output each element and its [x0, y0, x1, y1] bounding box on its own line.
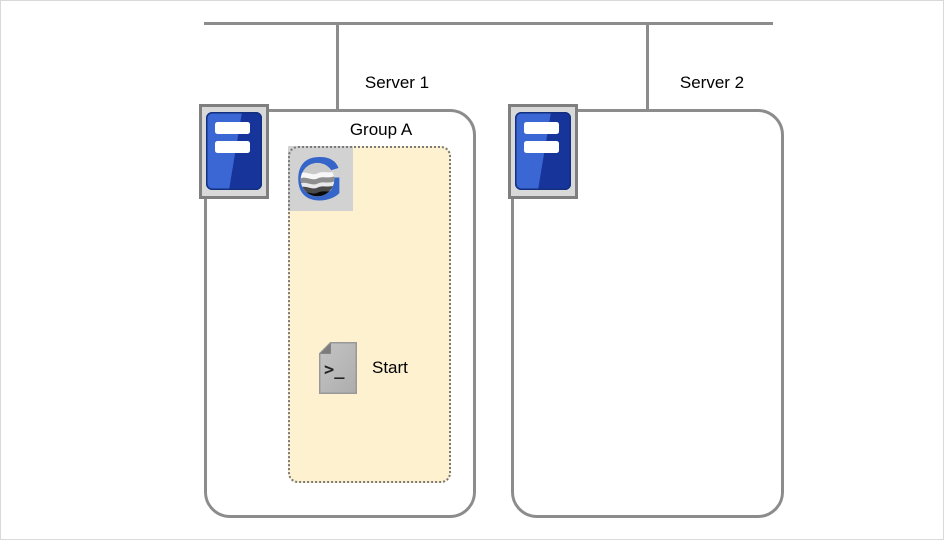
server2-connector-line	[646, 22, 649, 110]
scheduler-g-logo-icon[interactable]: G	[288, 146, 353, 211]
drive-bay-slot	[524, 141, 559, 153]
shell-script-icon: >_	[319, 342, 357, 394]
start-task-node[interactable]: >_ Start	[319, 342, 408, 394]
group-a-box[interactable]: G >_ Start	[288, 146, 451, 483]
server-tower-outline	[515, 112, 571, 190]
drive-bay-slot	[215, 122, 250, 134]
document-shape	[319, 342, 357, 394]
drive-bay-slot	[215, 141, 250, 153]
shell-prompt-glyph: >_	[324, 360, 345, 380]
server1-icon[interactable]	[199, 104, 269, 199]
server-tower-outline	[206, 112, 262, 190]
drive-bay-slot	[524, 122, 559, 134]
server1-connector-line	[336, 22, 339, 110]
server1-label: Server 1	[364, 73, 430, 92]
server2-icon[interactable]	[508, 104, 578, 199]
start-task-label: Start	[372, 358, 408, 377]
server2-label: Server 2	[679, 73, 745, 92]
folded-corner	[319, 342, 331, 354]
group-a-label: Group A	[349, 120, 413, 139]
network-bus-line	[204, 22, 773, 25]
